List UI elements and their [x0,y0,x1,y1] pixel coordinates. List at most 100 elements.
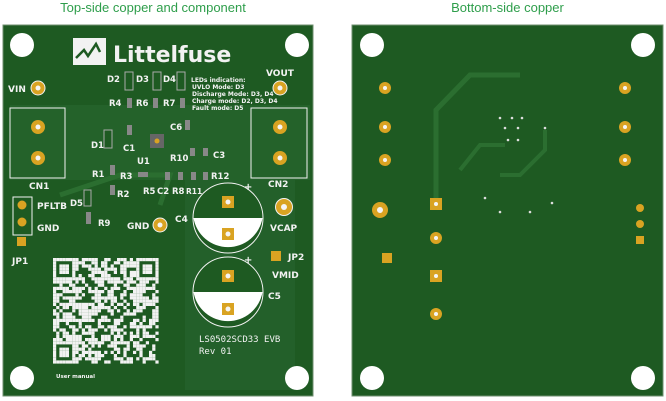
qr-module [149,318,153,322]
qr-module [101,341,105,345]
qr-module [107,344,111,348]
qr-module [65,258,69,262]
qr-module [56,306,60,310]
top-side-title: Top-side copper and component [60,0,246,15]
svg-text:UVLO Mode: D3: UVLO Mode: D3 [192,84,244,91]
qr-module [101,296,105,300]
svg-text:C5: C5 [268,292,281,302]
qr-module [149,334,153,338]
qr-module [97,318,101,322]
qr-module [88,315,92,319]
qr-module [75,293,79,297]
qr-module [85,325,89,329]
pfltb-pin [17,200,27,210]
qr-module [101,290,105,294]
qr-module [149,277,153,281]
qr-module [97,357,101,361]
qr-module [65,296,69,300]
qr-module [136,286,140,290]
qr-module [120,258,124,262]
qr-module [81,344,85,348]
qr-module [65,277,69,281]
qr-module [145,334,149,338]
qr-module [97,270,101,274]
qr-module [69,258,73,262]
bottom-pads [372,82,644,320]
board-name: LS0502SCD33 EVB [199,335,280,345]
qr-module [65,334,69,338]
qr-module [56,293,60,297]
qr-module [53,293,57,297]
svg-text:GND: GND [37,224,59,234]
qr-module [72,306,76,310]
qr-module [155,315,159,319]
qr-module [110,350,114,354]
svg-text:C6: C6 [170,123,182,133]
qr-module [149,322,153,326]
qr-module [126,309,130,313]
qr-module [72,274,76,278]
qr-module [113,347,117,351]
qr-module [123,283,127,287]
qr-module [120,318,124,322]
qr-module [123,306,127,310]
qr-module [85,331,89,335]
qr-module [69,318,73,322]
qr-module [101,338,105,342]
qr-module [65,290,69,294]
qr-module [149,270,153,274]
qr-module [65,306,69,310]
qr-module [101,264,105,268]
qr-module [123,331,127,335]
svg-text:Discharge Mode: D3, D4: Discharge Mode: D3, D4 [192,91,274,98]
mounting-hole [285,33,309,57]
qr-module [97,325,101,329]
qr-module [139,299,143,303]
qr-module [53,328,57,332]
qr-module [81,328,85,332]
qr-module [62,267,66,271]
qr-module [97,341,101,345]
qr-module [133,325,137,329]
littelfuse-logo: Littelfuse [73,38,231,68]
qr-module [110,280,114,284]
qr-module [152,354,156,358]
qr-module [75,264,79,268]
qr-module [65,322,69,326]
qr-module [88,331,92,335]
qr-module [88,347,92,351]
qr-module [78,312,82,316]
qr-module [56,258,60,262]
qr-module [139,306,143,310]
qr-module [88,258,92,262]
qr-module [110,302,114,306]
qr-module [101,306,105,310]
qr-module [62,280,66,284]
qr-module [149,264,153,268]
qr-module [94,280,98,284]
qr-module [59,270,63,274]
svg-text:D3: D3 [136,75,149,85]
qr-module [59,347,63,351]
qr-module [78,274,82,278]
qr-module [75,296,79,300]
qr-module [91,274,95,278]
qr-module [53,357,57,361]
qr-module [88,264,92,268]
qr-module [142,299,146,303]
qr-module [107,360,111,364]
qr-module [81,318,85,322]
qr-module [139,325,143,329]
qr-module [152,286,156,290]
qr-code [53,258,159,364]
qr-module [110,331,114,335]
qr-module [113,267,117,271]
jp1-pin [17,237,26,246]
qr-module [88,325,92,329]
qr-module [72,286,76,290]
qr-module [69,338,73,342]
trace [433,72,520,200]
component-designators: D2 D3 D4 R4 R6 R7 C6 D1 C1 U1 R10 C3 R1 … [70,75,229,229]
qr-module [75,338,79,342]
qr-module [149,267,153,271]
